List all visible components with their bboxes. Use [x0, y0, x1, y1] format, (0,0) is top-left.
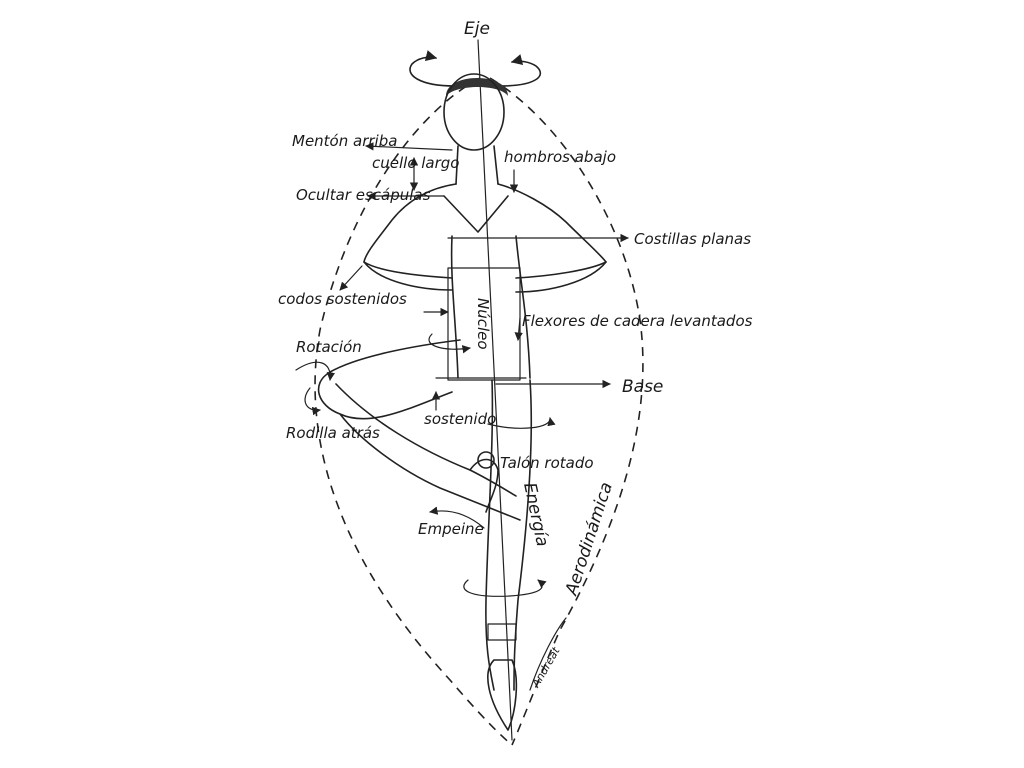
label-heel: Talón rotado [500, 454, 594, 472]
label-core: Núcleo [474, 298, 492, 350]
label-sustained: sostenido [424, 410, 496, 428]
label-shoulders: hombros abajo [504, 148, 616, 166]
neck-outline [455, 145, 499, 185]
arms-outline [363, 261, 607, 293]
body-axis-line [477, 39, 513, 741]
label-scapulae: Ocultar escápulas [296, 186, 431, 204]
passe-foot [469, 458, 499, 513]
ankle-rotation-arrow [463, 579, 547, 597]
chin-arrow [365, 142, 453, 151]
label-neck: cuello largo [372, 154, 460, 172]
head-rotation-arrow-left [409, 50, 456, 87]
hip-arrow [514, 317, 523, 341]
label-hip-flexors: Flexores de cadera levantados [522, 312, 753, 330]
elbows-arrow [339, 265, 363, 291]
head-rotation-arrow-right [499, 54, 542, 87]
rotation-arrow [295, 361, 336, 381]
aerodynamic-envelope-right [489, 77, 644, 746]
label-knee-back: Rodilla atrás [286, 424, 380, 442]
pointe-foot [487, 659, 518, 731]
label-elbows: codos sostenidos [278, 290, 407, 308]
passe-leg-outline [317, 339, 521, 521]
heel-marker [477, 451, 495, 469]
ribbon-band [487, 623, 517, 641]
hip-rotation-arrow [428, 333, 471, 354]
label-axis: Eje [464, 19, 490, 39]
label-base: Base [622, 377, 663, 397]
label-aero: Aerodinámica [561, 480, 617, 599]
label-instep: Empeine [418, 520, 484, 538]
head-outline [443, 73, 505, 151]
label-ribs: Costillas planas [634, 230, 751, 248]
hair-bun [446, 78, 508, 96]
torso-outline [363, 183, 607, 379]
label-rotation: Rotación [296, 338, 362, 356]
leg-rotation-arrow [487, 417, 556, 429]
knee-arrow [304, 387, 321, 416]
instep-arrow [429, 506, 485, 529]
aerodynamic-envelope [314, 77, 513, 746]
label-chin: Mentón arriba [292, 132, 397, 150]
signature-line [529, 617, 567, 691]
